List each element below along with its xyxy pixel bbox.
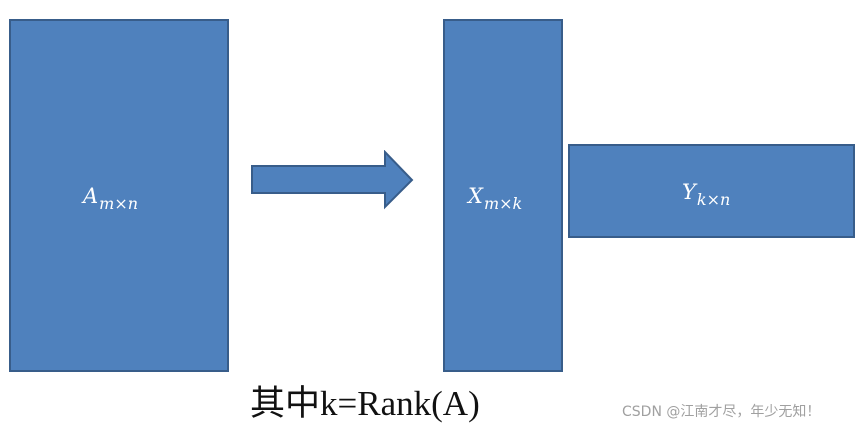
matrix-x-base: X [468,184,483,208]
matrix-y-base: Y [682,180,696,204]
matrix-x-block [443,19,563,372]
matrix-y-label: Yk×n [682,180,730,208]
matrix-a-block [9,19,229,372]
csdn-watermark: CSDN @江南才尽，年少无知！ [622,404,821,420]
rank-caption-formula: k=Rank(A) [320,384,480,423]
matrix-x-label: Xm×k [468,184,522,212]
matrix-a-subscript: m×n [99,194,139,213]
rank-caption: 其中k=Rank(A) [250,386,480,422]
rank-caption-cjk: 其中 [250,384,321,424]
matrix-y-subscript: k×n [696,190,731,209]
matrix-x-subscript: m×k [483,194,523,213]
matrix-a-label: Am×n [83,184,138,212]
matrix-y-block [568,144,855,238]
right-arrow-icon [251,150,414,210]
matrix-a-base: A [83,184,99,208]
